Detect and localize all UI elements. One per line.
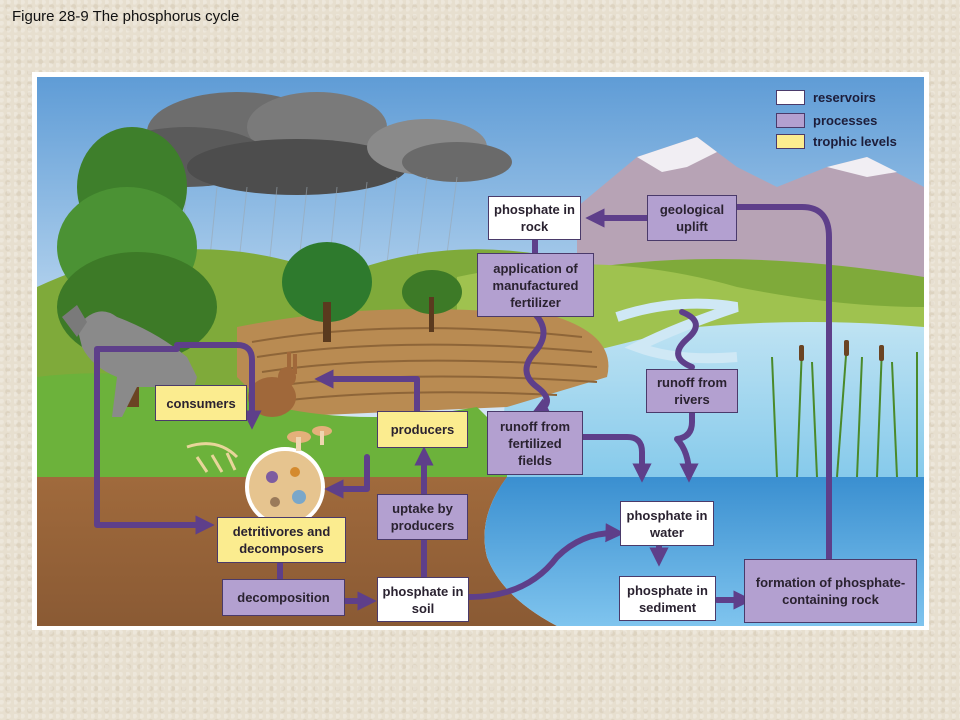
- legend-label-reservoirs: reservoirs: [813, 90, 876, 105]
- arrow-runoff-rivers-to-water: [674, 406, 699, 483]
- box-geological-uplift: geological uplift: [647, 195, 737, 241]
- box-decomposition: decomposition: [222, 579, 345, 616]
- wolf-illustration: [62, 305, 197, 417]
- box-formation-of-phosphate-rock: formation of phosphate-containing rock: [744, 559, 917, 623]
- box-phosphate-in-soil: phosphate in soil: [377, 577, 469, 622]
- box-application-of-fertilizer: application of manufactured fertilizer: [477, 253, 594, 317]
- box-runoff-from-rivers: runoff from rivers: [646, 369, 738, 413]
- arrow-consumers-loop: [174, 342, 262, 430]
- legend-trophic-levels: trophic levels: [776, 134, 897, 149]
- arrow-soil-to-water: [466, 523, 625, 600]
- skeleton-illustration: [186, 442, 239, 473]
- arrow-consumers-to-detritivores: [94, 346, 215, 535]
- legend-reservoirs: reservoirs: [776, 90, 876, 105]
- mountains: [577, 137, 924, 297]
- small-trees: [282, 242, 462, 342]
- arrow-river-to-runoff: [675, 309, 699, 370]
- phosphorus-cycle-illustration: [37, 77, 924, 626]
- mushrooms: [287, 426, 332, 451]
- cattails: [771, 341, 918, 478]
- arrow-runoff-fields-to-water: [564, 434, 652, 483]
- box-phosphate-in-rock: phosphate in rock: [488, 196, 581, 240]
- box-producers: producers: [377, 411, 468, 448]
- arrow-producers-to-consumers: [314, 369, 420, 415]
- box-phosphate-in-water: phosphate in water: [620, 501, 714, 546]
- box-uptake-by-producers: uptake by producers: [377, 494, 468, 540]
- arrow-producers-to-detritivores: [324, 454, 370, 499]
- grassland: [37, 373, 507, 477]
- legend-swatch-reservoir: [776, 90, 805, 105]
- box-runoff-from-fertilized-fields: runoff from fertilized fields: [487, 411, 583, 475]
- legend-swatch-process: [776, 113, 805, 128]
- box-phosphate-in-sediment: phosphate in sediment: [619, 576, 716, 621]
- arrow-formation-to-uplift: [734, 204, 832, 562]
- legend-swatch-trophic: [776, 134, 805, 149]
- legend-label-processes: processes: [813, 113, 878, 128]
- figure-title: Figure 28-9 The phosphorus cycle: [12, 8, 240, 25]
- legend-processes: processes: [776, 113, 877, 128]
- decomposer-microscope-view: [245, 447, 325, 527]
- box-consumers: consumers: [155, 385, 247, 421]
- arrow-fertilizer-to-runoff: [523, 311, 552, 416]
- box-detritivores-and-decomposers: detritivores and decomposers: [217, 517, 346, 563]
- cycle-arrows: [94, 204, 832, 611]
- legend-label-trophic: trophic levels: [813, 134, 897, 149]
- rabbit-illustration: [248, 352, 297, 417]
